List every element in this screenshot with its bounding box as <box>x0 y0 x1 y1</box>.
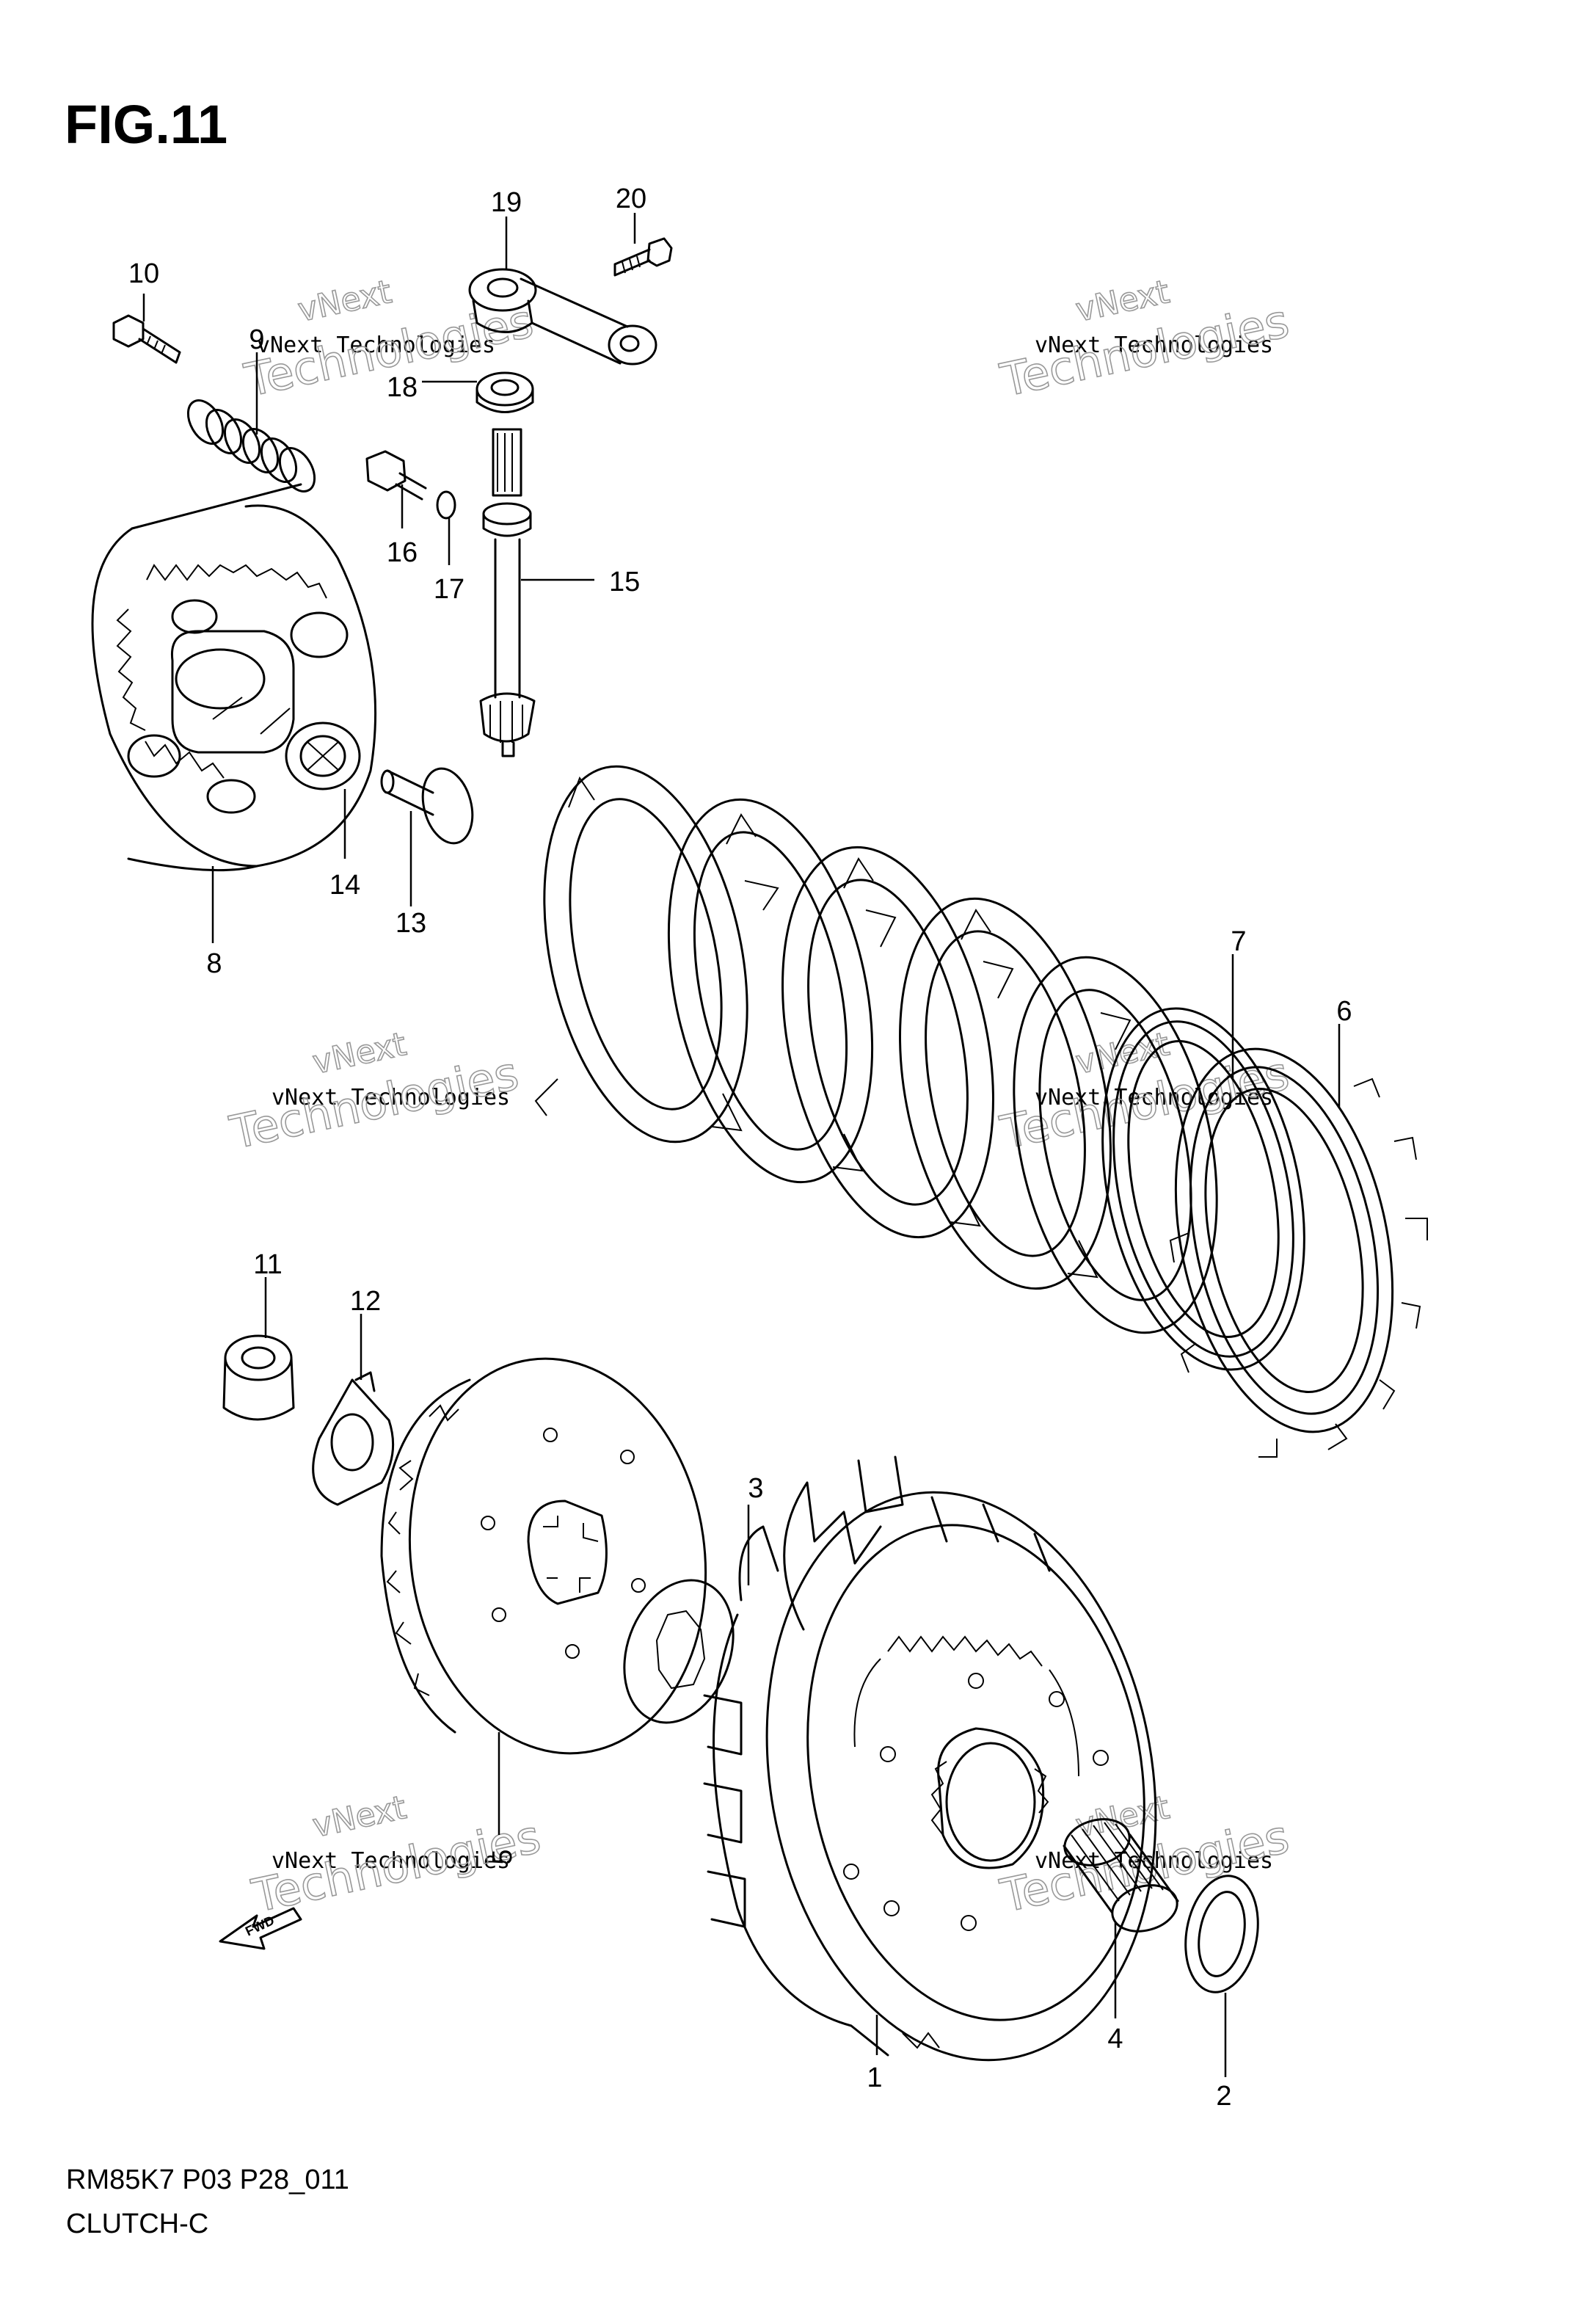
leader-lines <box>142 213 1341 2077</box>
figure-code: RM85K7 P03 P28_011 <box>66 2164 349 2195</box>
callout-10: 10 <box>128 258 159 289</box>
figure-title: FIG.11 <box>65 94 227 155</box>
callout-11: 11 <box>253 1249 282 1280</box>
part-7-clutch-plate <box>1101 1007 1305 1371</box>
part-16-bolt <box>365 450 427 501</box>
part-12-lock-washer <box>312 1371 395 1506</box>
watermark-top: vNext <box>310 1789 409 1845</box>
part-5-sleeve-hub <box>380 1357 707 1755</box>
callout-7: 7 <box>1231 926 1246 957</box>
watermark-line1: vNext Technologies <box>272 1848 510 1874</box>
clutch-plate-stack <box>534 765 1218 1334</box>
part-6-friction-plate <box>1169 1047 1428 1458</box>
callout-6: 6 <box>1336 996 1352 1027</box>
part-3-thrust-washer <box>623 1579 735 1724</box>
part-19-release-arm <box>468 268 657 366</box>
part-1-clutch-housing <box>703 1455 1157 2062</box>
part-4-needle-bearing <box>1063 1818 1179 1933</box>
callout-12: 12 <box>350 1286 381 1317</box>
callout-20: 20 <box>616 183 646 214</box>
part-13-push-piece <box>380 767 474 845</box>
watermark-line1: vNext Technologies <box>272 1085 510 1110</box>
part-8-pressure-plate <box>91 483 377 872</box>
figure-name: CLUTCH-C <box>66 2209 208 2239</box>
watermark-top: vNext <box>295 273 395 330</box>
callout-3: 3 <box>748 1473 763 1504</box>
part-20-bolt <box>613 237 673 277</box>
callout-15: 15 <box>609 567 640 597</box>
callout-17: 17 <box>434 574 464 605</box>
callout-16: 16 <box>387 537 418 568</box>
callout-13: 13 <box>396 908 426 939</box>
part-15-release-shaft <box>479 428 536 757</box>
callout-9: 9 <box>249 324 264 355</box>
callout-5: 5 <box>487 1849 518 1864</box>
part-11-nut <box>222 1334 295 1421</box>
callout-18: 18 <box>387 372 418 403</box>
callout-19: 19 <box>491 187 522 218</box>
callout-4: 4 <box>1107 2024 1123 2054</box>
callout-14: 14 <box>329 870 360 901</box>
callout-2: 2 <box>1216 2081 1231 2112</box>
callout-1: 1 <box>867 2062 882 2093</box>
part-9-spring <box>186 399 316 492</box>
part-10-bolt <box>112 314 181 364</box>
watermark-line1: vNext Technologies <box>257 332 495 358</box>
watermark-line1: vNext Technologies <box>1035 332 1273 358</box>
part-18-oil-seal <box>475 371 534 413</box>
part-2-washer <box>1184 1875 1259 1993</box>
watermark-line1: vNext Technologies <box>1035 1085 1273 1110</box>
callouts: 1 2 3 4 5 6 7 8 9 10 11 12 13 14 15 16 1… <box>128 183 1352 2112</box>
callout-8: 8 <box>206 948 222 979</box>
part-17-washer <box>436 490 456 520</box>
